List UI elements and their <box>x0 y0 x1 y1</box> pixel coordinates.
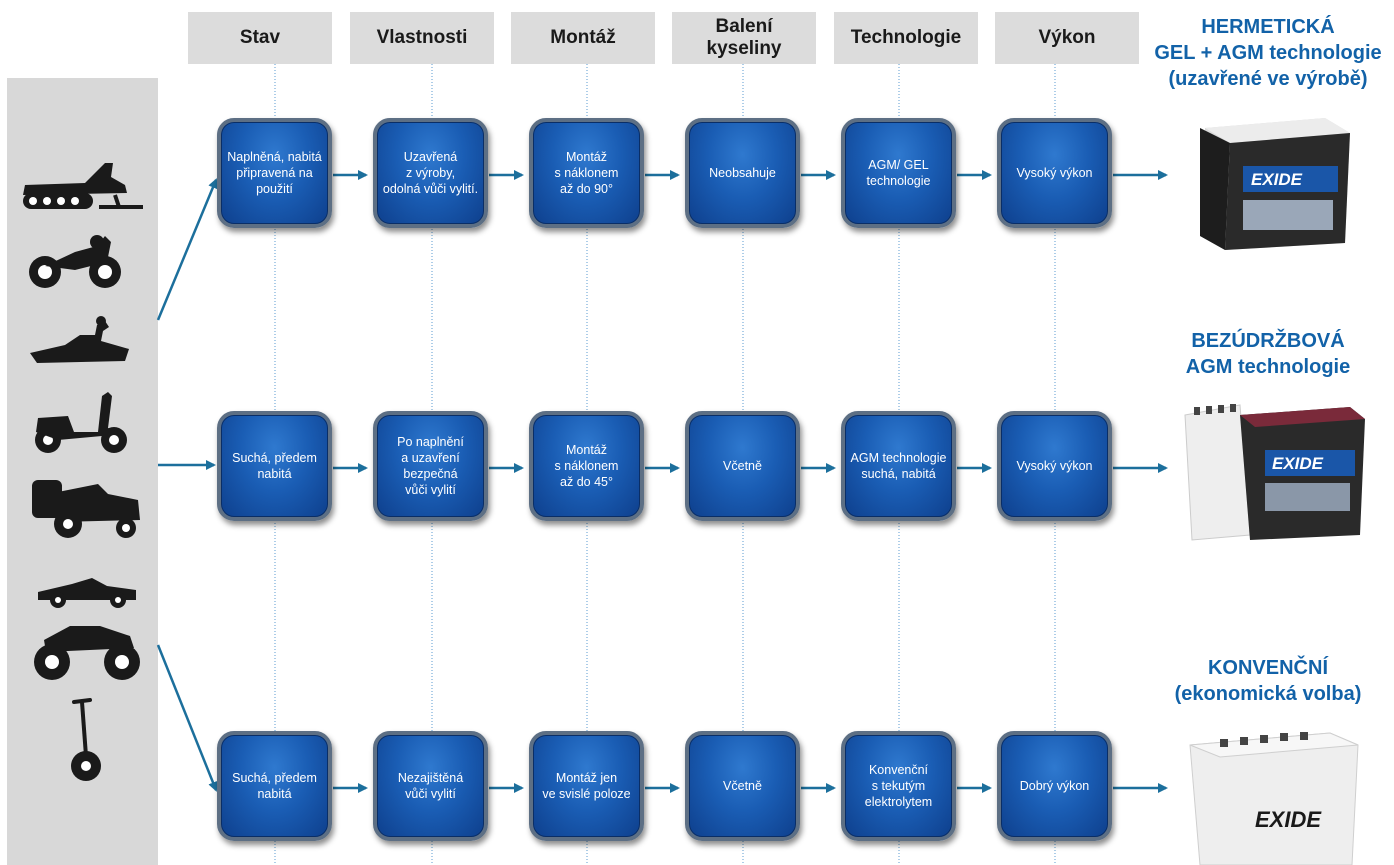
column-header-stav: Stav <box>188 12 332 64</box>
row3-montaz-box: Montáž jen ve svislé poloze <box>529 731 644 841</box>
battery-brand-label-3: EXIDE <box>1255 807 1322 832</box>
battery-gel-agm-image: EXIDE <box>1200 118 1350 250</box>
segway-icon <box>71 698 101 781</box>
battery-conventional-image: EXIDE <box>1189 732 1359 865</box>
motorcycle-icon <box>29 235 121 288</box>
battery-brand-label-2: EXIDE <box>1272 454 1324 473</box>
lawnmower-icon <box>32 480 140 538</box>
column-header-vykon: Výkon <box>995 12 1139 64</box>
row3-baleni-box: Včetně <box>685 731 800 841</box>
column-header-baleni-kyseliny: Balení kyseliny <box>672 12 816 64</box>
row1-baleni-box: Neobsahuje <box>685 118 800 228</box>
row2-vlastnosti-box: Po naplnění a uzavření bezpečná vůči vyl… <box>373 411 488 521</box>
row1-technologie-box: AGM/ GEL technologie <box>841 118 956 228</box>
row1-montaz-box: Montáž s náklonem až do 90° <box>529 118 644 228</box>
row3-vykon-box: Dobrý výkon <box>997 731 1112 841</box>
row3-vlastnosti-box: Nezajištěná vůči vylití <box>373 731 488 841</box>
battery-brand-label-1: EXIDE <box>1251 170 1303 189</box>
column-header-technologie: Technologie <box>834 12 978 64</box>
scooter-icon <box>35 392 127 453</box>
snowmobile-icon <box>23 163 143 209</box>
row3-technologie-box: Konvenční s tekutým elektrolytem <box>841 731 956 841</box>
atv-icon <box>34 626 140 680</box>
row1-stav-box: Naplněná, nabitá připravená na použití <box>217 118 332 228</box>
row2-technologie-box: AGM technologie suchá, nabitá <box>841 411 956 521</box>
column-header-vlastnosti: Vlastnosti <box>350 12 494 64</box>
jetski-icon <box>30 316 129 363</box>
battery-agm-image: EXIDE <box>1184 404 1365 541</box>
row1-vlastnosti-box: Uzavřená z výroby, odolná vůči vylití. <box>373 118 488 228</box>
column-header-montaz: Montáž <box>511 12 655 64</box>
row1-vykon-box: Vysoký výkon <box>997 118 1112 228</box>
row2-montaz-box: Montáž s náklonem až do 45° <box>529 411 644 521</box>
row2-vykon-box: Vysoký výkon <box>997 411 1112 521</box>
gokart-icon <box>38 578 136 608</box>
row3-stav-box: Suchá, předem nabitá <box>217 731 332 841</box>
category-title-bezudrzbova: BEZÚDRŽBOVÁ AGM technologie <box>1185 330 1351 378</box>
row2-stav-box: Suchá, předem nabitá <box>217 411 332 521</box>
row2-baleni-box: Včetně <box>685 411 800 521</box>
category-title-hermeticka: HERMETICKÁ GEL + AGM technologie (uzavře… <box>1154 16 1382 90</box>
category-title-konvencni: KONVENČNÍ (ekonomická volba) <box>1174 657 1362 705</box>
